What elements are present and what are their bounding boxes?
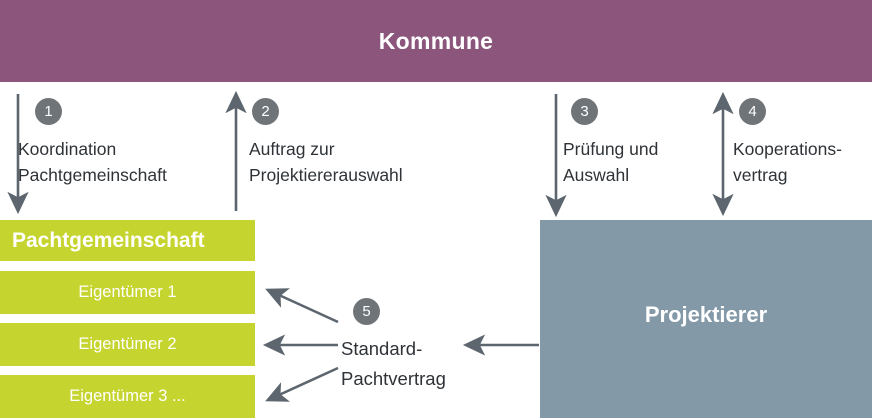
projektierer-block: Projektierer bbox=[540, 220, 872, 418]
member-label: Eigentümer 2 bbox=[78, 335, 177, 353]
step-label-4: Kooperations- vertrag bbox=[733, 139, 842, 185]
standard-pachtvertrag-label: Standard- Pachtvertrag bbox=[341, 338, 446, 389]
kommune-banner: Kommune bbox=[0, 0, 872, 82]
step-label-2: Auftrag zur Projektiererauswahl bbox=[249, 139, 403, 185]
pachtgemeinschaft-member-2[interactable]: Eigentümer 2 bbox=[0, 323, 255, 366]
step-badge-3: 3 bbox=[571, 98, 598, 125]
projektierer-title: Projektierer bbox=[644, 302, 768, 327]
step-label-3: Prüfung und Auswahl bbox=[563, 139, 659, 185]
step-badge-2: 2 bbox=[252, 98, 279, 125]
step-label-1: Koordination Pachtgemeinschaft bbox=[18, 139, 167, 185]
step-badge-4: 4 bbox=[739, 98, 766, 125]
member-label: Eigentümer 3 ... bbox=[69, 387, 186, 405]
step-badge-1: 1 bbox=[35, 98, 62, 125]
arrow-contract-to-eigentuemer-3 bbox=[265, 366, 339, 402]
step-badge-5: 5 bbox=[353, 298, 380, 325]
pachtgemeinschaft-header: Pachtgemeinschaft bbox=[0, 220, 255, 261]
pachtgemeinschaft-member-3[interactable]: Eigentümer 3 ... bbox=[0, 375, 255, 418]
arrow-contract-to-eigentuemer-1 bbox=[265, 288, 339, 324]
pachtgemeinschaft-title: Pachtgemeinschaft bbox=[12, 228, 205, 252]
member-label: Eigentümer 1 bbox=[78, 283, 177, 301]
pachtgemeinschaft-member-1[interactable]: Eigentümer 1 bbox=[0, 271, 255, 314]
kommune-title: Kommune bbox=[378, 27, 494, 54]
